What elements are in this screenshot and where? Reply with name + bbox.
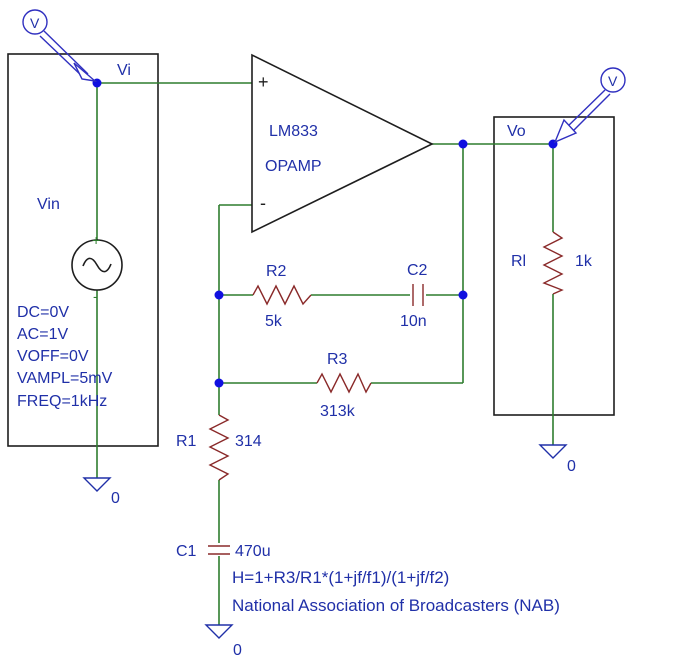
junction-dot	[214, 378, 224, 388]
opamp-minus-pin: -	[260, 193, 266, 213]
load-box	[493, 116, 615, 416]
ground-symbol: 0	[204, 624, 242, 659]
rl-value: 1k	[575, 253, 593, 270]
source-param: FREQ=1kHz	[17, 393, 107, 410]
net-label-vo: Vo	[507, 123, 526, 140]
r2-name: R2	[266, 263, 287, 280]
rl-name: Rl	[511, 253, 526, 270]
c2-name: C2	[407, 262, 428, 279]
voltage-probe-in-icon[interactable]: V	[22, 9, 98, 83]
voltage-probe-out-icon[interactable]: V	[553, 67, 626, 144]
r3-name: R3	[327, 351, 348, 368]
voltage-source-symbol: + - Vin	[37, 196, 123, 304]
source-param: DC=0V	[17, 304, 69, 321]
svg-text:0: 0	[233, 642, 242, 659]
source-param: AC=1V	[17, 326, 68, 343]
transfer-function-note: H=1+R3/R1*(1+jf/f1)/(1+jf/f2)	[232, 568, 449, 587]
ground-symbol: 0	[538, 444, 576, 475]
opamp-type-label: OPAMP	[265, 158, 322, 175]
svg-text:V: V	[30, 15, 40, 31]
capacitor-c2: C2 10n	[400, 262, 428, 330]
junction-dot	[458, 290, 468, 300]
resistor-r3: R3 313k	[316, 351, 372, 420]
capacitor-c1: C1 470u	[176, 543, 271, 560]
junction-dot	[214, 290, 224, 300]
r1-name: R1	[176, 433, 197, 450]
svg-text:V: V	[608, 73, 618, 89]
ground-symbol: 0	[82, 477, 120, 507]
opamp-plus-pin: +	[258, 72, 269, 92]
net-label-vi: Vi	[117, 62, 131, 79]
source-param: VAMPL=5mV	[17, 370, 113, 387]
c1-name: C1	[176, 543, 197, 560]
source-minus-pin: -	[93, 288, 98, 304]
junctions	[92, 78, 558, 388]
r1-value: 314	[235, 433, 262, 450]
svg-text:0: 0	[111, 490, 120, 507]
source-name-label: Vin	[37, 196, 60, 213]
description-note: National Association of Broadcasters (NA…	[232, 596, 560, 615]
r2-value: 5k	[265, 313, 283, 330]
svg-text:0: 0	[567, 458, 576, 475]
opamp-part-label: LM833	[269, 123, 318, 140]
resistor-r2: R2 5k	[252, 263, 312, 330]
source-plus-pin: +	[92, 232, 100, 248]
opamp-symbol: + - LM833 OPAMP	[251, 53, 434, 234]
junction-dot	[458, 139, 468, 149]
c1-value: 470u	[235, 543, 271, 560]
source-params: DC=0V AC=1V VOFF=0V VAMPL=5mV FREQ=1kHz	[17, 304, 113, 410]
resistor-r1: R1 314	[176, 414, 262, 481]
wires	[96, 82, 554, 625]
source-param: VOFF=0V	[17, 348, 89, 365]
resistor-rl: Rl 1k	[511, 231, 593, 295]
c2-value: 10n	[400, 313, 427, 330]
r3-value: 313k	[320, 403, 356, 420]
source-box	[7, 53, 159, 447]
